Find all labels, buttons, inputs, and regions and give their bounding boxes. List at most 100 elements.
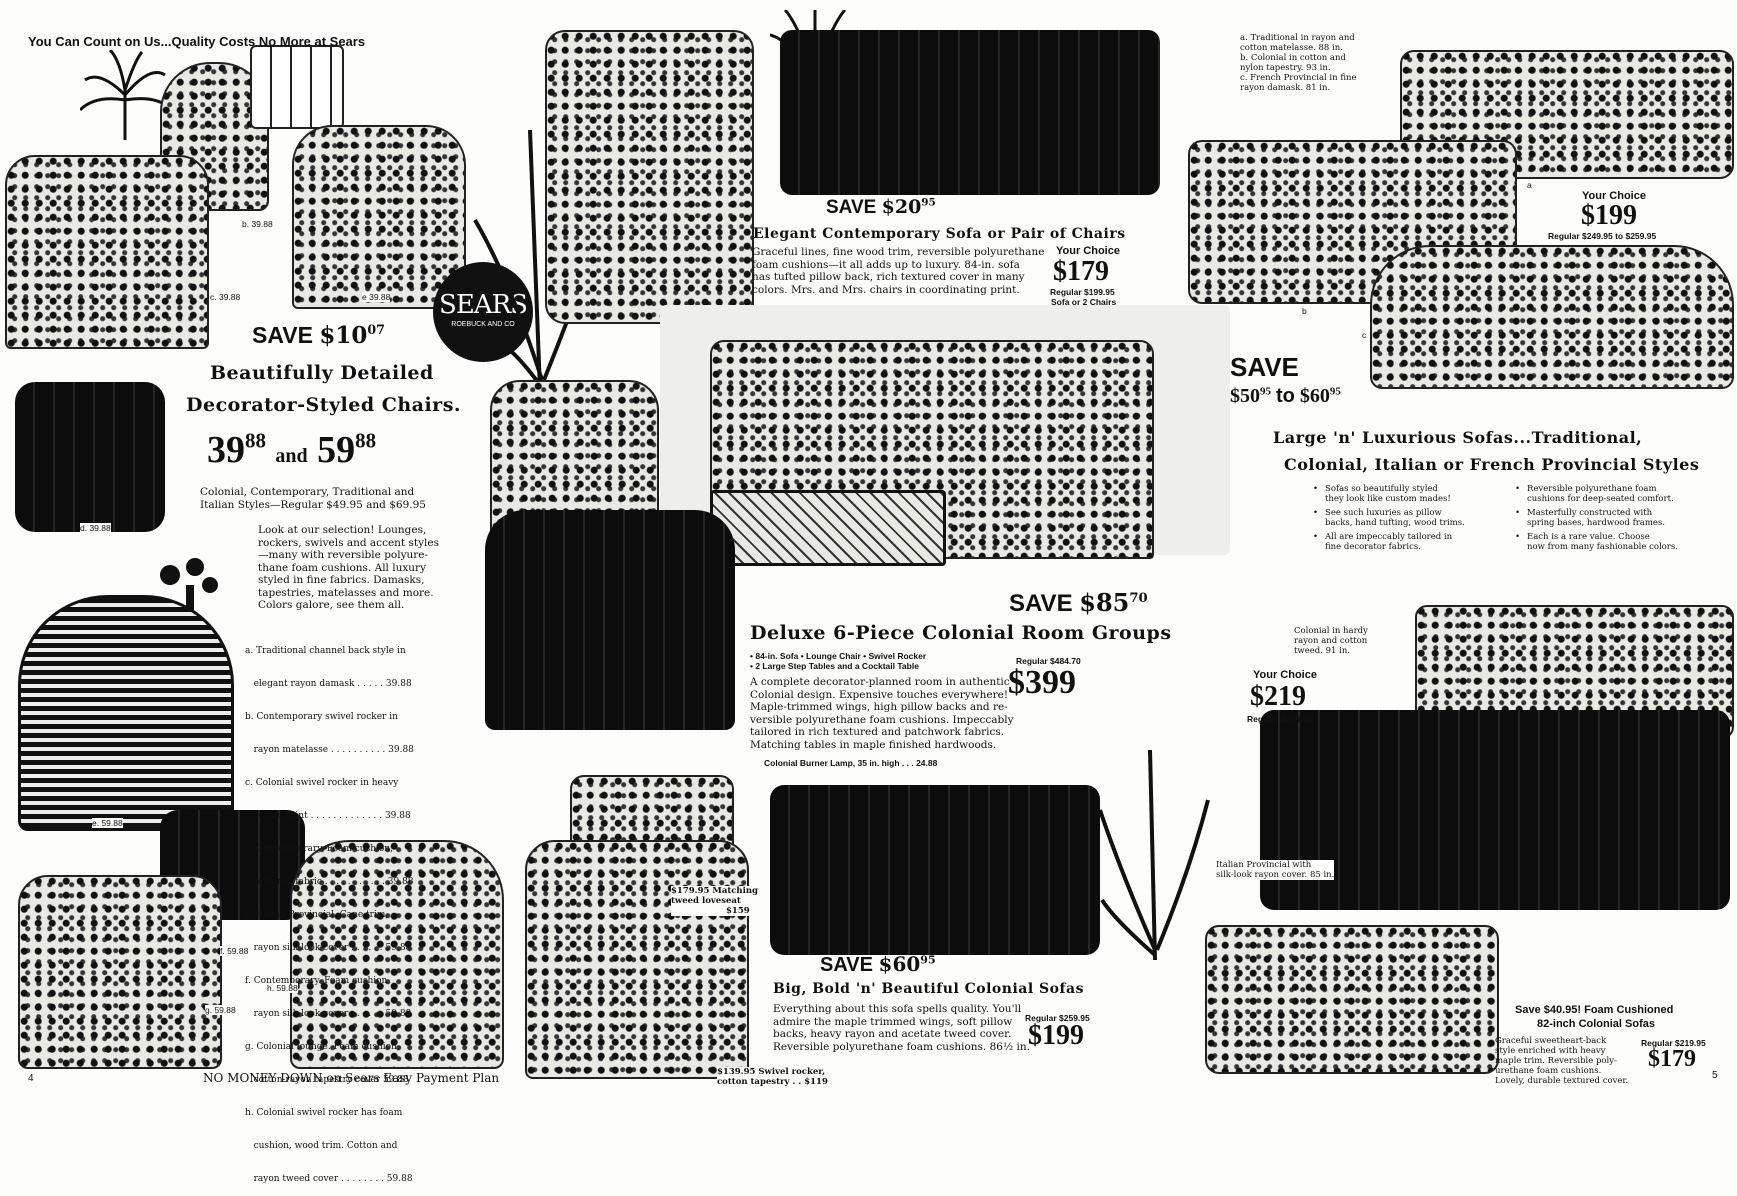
hardy-regular: Regular $269.95 <box>1247 714 1312 724</box>
tag-e-top: e 39.88 <box>362 292 391 302</box>
italian-note: Italian Provincial with silk-look rayon … <box>1216 860 1335 880</box>
chairs-item-line: cotton print . . . . . . . . . . . . . 3… <box>245 811 411 821</box>
contemporary-regular-2: Sofa or 2 Chairs <box>1051 297 1117 307</box>
bold-colonial-sofa-illustration <box>770 785 1100 955</box>
loveseat-note-line: $179.95 Matching <box>671 886 758 896</box>
chairs-price: 3988 and 5988 <box>207 428 376 472</box>
hardy-note: Colonial in hardy rayon and cotton tweed… <box>1294 626 1368 656</box>
chairs-body: Look at our selection! Lounges, rockers,… <box>258 524 439 612</box>
loveseat-note-line: $159 <box>726 906 750 916</box>
chairs-sub-1: Colonial, Contemporary, Traditional and <box>200 486 415 498</box>
chairs-headline-1: Beautifully Detailed <box>210 362 434 384</box>
large-sofas-save-label: SAVE <box>1230 352 1299 382</box>
italian-provincial-sofa-illustration <box>1260 710 1730 910</box>
colonial-group-body-line: Colonial design. Expensive touches every… <box>750 688 1009 701</box>
chairs-item-line: rayon matelasse . . . . . . . . . . 39.8… <box>245 745 414 755</box>
chairs-item-line: a. Traditional channel back style in <box>245 646 406 656</box>
tag-c: c. 39.88 <box>210 292 241 302</box>
contemporary-body-line: has tufted pillow back, rich textured co… <box>752 271 1025 283</box>
palm-plant-illustration <box>80 50 170 140</box>
large-sofas-save-a-cents: 95 <box>1260 385 1271 398</box>
chairs-save-amount: $10 <box>319 322 368 349</box>
colonial-group-headline: Deluxe 6-Piece Colonial Room Groups <box>750 622 1172 644</box>
chairs-item-line: rayon tweed cover . . . . . . . . 59.88 <box>245 1174 413 1184</box>
sears-logo: SEARS ROEBUCK AND CO <box>433 262 533 362</box>
large-sofas-headline-2: Colonial, Italian or French Provincial S… <box>1284 455 1700 474</box>
large-sofas-save-b-cents: 95 <box>1329 385 1341 398</box>
large-sofas-save-to: to <box>1276 385 1295 407</box>
hardy-choice: Your Choice <box>1253 669 1317 681</box>
large-sofas-notes: a. Traditional in rayon and cotton matel… <box>1240 33 1357 93</box>
chairs-item-line: h. Colonial swivel rocker has foam <box>245 1108 403 1118</box>
contemporary-save-amount: $20 <box>881 196 922 218</box>
colonial-group-body-line: tailored in rich textured and patchwork … <box>750 726 1005 738</box>
colonial-group-body-line: versible polyurethane foam cushions. Imp… <box>750 713 1014 726</box>
large-sofas-note-line: b. Colonial in cotton and <box>1240 53 1346 63</box>
hardy-note-line: rayon and cotton <box>1294 636 1368 646</box>
colonial-group-save-label: SAVE <box>1009 590 1073 617</box>
sofa-label-b: b <box>1302 306 1307 316</box>
top-banner: You Can Count on Us...Quality Costs No M… <box>28 34 366 49</box>
chair-e-top-illustration <box>292 125 466 309</box>
hardy-note-line: tweed. 91 in. <box>1294 646 1351 656</box>
sears-logo-sub: ROEBUCK AND CO <box>451 321 515 328</box>
italian-note-line: Italian Provincial with <box>1216 860 1312 870</box>
rocker-note-line: cotton tapestry . . $119 <box>717 1077 828 1087</box>
large-sofas-note-line: a. Traditional in rayon and <box>1240 33 1355 43</box>
colonial-sofas-regular: Regular $259.95 <box>1025 1013 1090 1023</box>
large-sofas-note-line: cotton matelasse. 88 in. <box>1240 43 1343 53</box>
foam-sofas-regular: Regular $219.95 <box>1641 1038 1706 1048</box>
chairs-item-line: b. Contemporary swivel rocker in <box>245 712 398 722</box>
chairs-item-line: d. Contemporary. Foam cushion, <box>245 844 393 854</box>
colonial-swivel-rocker-illustration <box>525 840 749 1079</box>
colonial-sofas-save-cents: 95 <box>920 953 936 967</box>
chair-d-illustration <box>15 382 165 532</box>
loveseat-note-line: tweed loveseat <box>671 896 741 906</box>
tag-d: d. 39.88 <box>80 523 111 533</box>
large-sofas-headline-1: Large 'n' Luxurious Sofas...Traditional, <box>1273 428 1643 447</box>
chairs-item-line: g. Colonial lounge. Foam cushion, <box>245 1042 400 1052</box>
chairs-body-line: thane foam cushions. All luxury <box>258 561 427 574</box>
sofa-label-a: a <box>1527 180 1532 190</box>
chairs-save-label: SAVE <box>252 322 313 348</box>
chairs-body-line: Colors galore, see them all. <box>258 599 405 611</box>
foam-sofas-body-line: Graceful sweetheart-back <box>1495 1036 1607 1046</box>
colonial-group-save-amount: $85 <box>1079 588 1130 617</box>
tag-b: b. 39.88 <box>242 219 273 229</box>
chairs-body-line: —many with reversible polyure- <box>258 549 429 561</box>
foam-sofas-body-line: maple trim. Reversible poly- <box>1495 1056 1617 1066</box>
colonial-group-save-cents: 70 <box>1129 590 1148 606</box>
large-sofas-note-line: rayon damask. 81 in. <box>1240 83 1331 93</box>
tag-f: f. 59.88 <box>220 946 249 956</box>
colonial-group-body-line: A complete decorator-planned room in aut… <box>750 676 1010 688</box>
contemporary-body-line: foam cushions—it all adds up to luxury. … <box>752 258 1020 271</box>
footer-payment-strong: NO MONEY DOWN <box>203 1071 323 1085</box>
colonial-group-body: A complete decorator-planned room in aut… <box>750 676 1014 751</box>
contemporary-choice: Your Choice <box>1056 245 1120 257</box>
colonial-sofas-body: Everything about this sofa spells qualit… <box>773 1003 1030 1053</box>
contemporary-save-cents: 95 <box>921 196 936 209</box>
chairs-body-line: Look at our selection! Lounges, <box>258 524 427 536</box>
large-sofas-note-line: nylon tapestry. 93 in. <box>1240 63 1331 73</box>
large-sofas-price: $199 <box>1581 200 1637 231</box>
chairs-item-line: rayon silk-look cover . . . . . . 59.88 <box>245 943 412 953</box>
cocktail-table-illustration <box>710 490 946 566</box>
foam-sofas-price: $179 <box>1648 1046 1696 1072</box>
colonial-sofas-save-amount: $60 <box>878 952 921 976</box>
loveseat-note: $179.95 Matching tweed loveseat $159 <box>671 886 758 916</box>
page-number-left: 4 <box>28 1073 34 1084</box>
chairs-sub-2: Italian Styles—Regular $49.95 and $69.95 <box>200 499 426 511</box>
chairs-item-line: cushion, wood trim. Cotton and <box>245 1141 398 1151</box>
foam-sofas-headline-1: Save $40.95! Foam Cushioned <box>1515 1004 1674 1016</box>
chairs-save-cents: 07 <box>367 322 385 338</box>
colonial-sofas-body-line: backs, heavy rayon and acetate tweed cov… <box>773 1028 1012 1040</box>
chairs-body-line: tapestries, matelasses and more. <box>258 586 434 599</box>
chairs-body-line: styled in fine fabrics. Damasks, <box>258 574 425 586</box>
foam-sofas-body-line: style enriched with heavy <box>1495 1046 1606 1056</box>
contemporary-body: Graceful lines, fine wood trim, reversib… <box>752 246 1044 296</box>
corner-plant-illustration <box>1100 750 1210 960</box>
